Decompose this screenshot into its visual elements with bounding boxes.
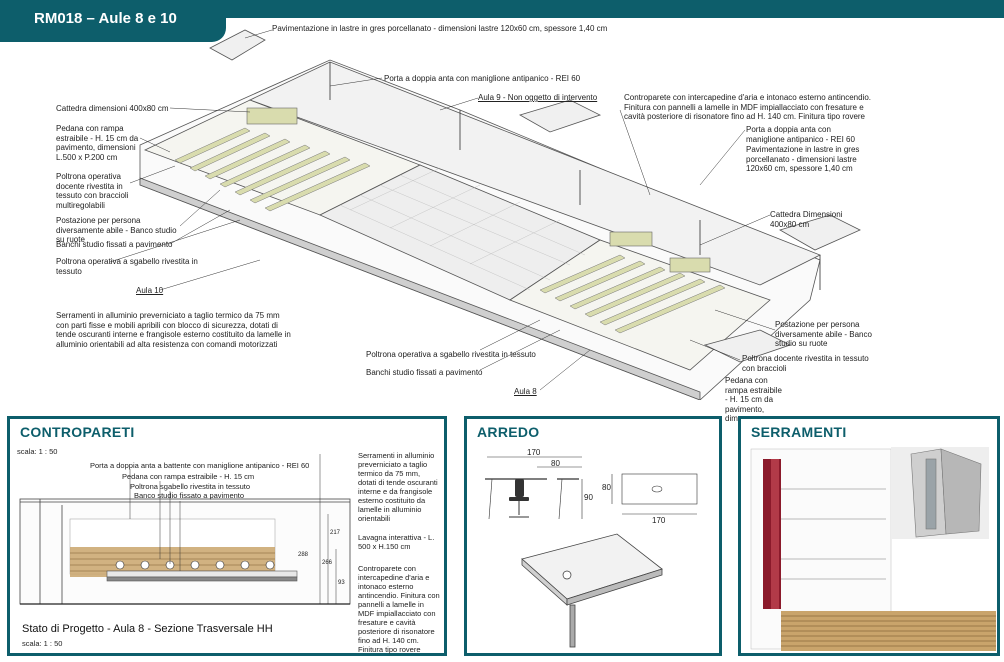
section-drawing (19, 454, 351, 605)
dim-217: 217 (330, 530, 341, 536)
contropareti-title: CONTROPARETI (20, 424, 135, 440)
note-aula-10: Aula 10 (136, 286, 164, 295)
contropareti-scale-top: scala: 1 : 50 (17, 447, 58, 456)
label-controparete-section: Controparete con intercapedine d'aria e … (358, 564, 440, 654)
note-postazione-left: Postazione per persona diversamente abil… (56, 216, 177, 244)
note-serramenti-plan: Serramenti in alluminio preverniciato a … (56, 311, 291, 349)
note-postazione-right: Postazione per persona diversamente abil… (775, 320, 872, 348)
contropareti-panel: CONTROPARETI scala: 1 : 50 (7, 416, 447, 656)
note-poltrona-docente-left: Poltrona operativa docente rivestita in … (56, 172, 129, 210)
header-band (226, 0, 1004, 18)
note-aula-8: Aula 8 (514, 387, 537, 396)
serramenti-panel: SERRAMENTI (738, 416, 1000, 656)
note-banchi-bottom: Banchi studio fissati a pavimento (366, 368, 483, 377)
note-cattedra-right: Cattedra Dimensioni 400x80 cm (770, 210, 843, 229)
dim-170-top: 170 (527, 448, 541, 457)
note-sgabello-left: Poltrona operativa a sgabello rivestita … (56, 257, 198, 276)
dim-80-side: 80 (602, 483, 611, 492)
note-porta-top: Porta a doppia anta con maniglione antip… (384, 74, 581, 83)
dim-93: 93 (338, 580, 345, 586)
section-caption: Stato di Progetto - Aula 8 - Sezione Tra… (22, 623, 273, 635)
arredo-drawing (485, 456, 698, 648)
dim-170-plan: 170 (652, 516, 666, 525)
axonometric-plan (109, 29, 861, 400)
header-tab: RM018 – Aule 8 e 10 (0, 0, 226, 42)
note-porta-right: Porta a doppia anta con maniglione antip… (746, 125, 855, 144)
arredo-panel: ARREDO 170 80 90 80 (464, 416, 722, 656)
dim-80-top: 80 (551, 459, 560, 468)
note-sgabello-bottom: Poltrona operativa a sgabello rivestita … (366, 350, 536, 359)
contropareti-scale-bottom: scala: 1 : 50 (22, 639, 63, 648)
label-banco-section: Banco studio fissato a pavimento (134, 491, 245, 500)
note-banchi-left: Banchi studio fissati a pavimento (56, 240, 173, 249)
dim-90: 90 (584, 493, 593, 502)
note-pedana-right: Pedana con rampa estraibile - H. 15 cm d… (725, 376, 782, 423)
note-pedana-left: Pedana con rampa estraibile - H. 15 cm d… (56, 124, 139, 162)
note-pavimentazione-right: Pavimentazione in lastre in gres porcell… (746, 145, 860, 173)
note-aula-9: Aula 9 - Non oggetto di intervento (478, 93, 598, 102)
label-pedana-section: Pedana con rampa estraibile - H. 15 cm (122, 472, 255, 481)
label-porta-section: Porta a doppia anta a battente con manig… (90, 461, 310, 470)
serramenti-drawing (750, 447, 996, 651)
note-controparete-top: Controparete con intercapedine d'aria e … (624, 93, 872, 121)
arredo-title: ARREDO (477, 424, 540, 440)
note-cattedra-left: Cattedra dimensioni 400x80 cm (56, 104, 169, 113)
label-serramenti-section: Serramenti in alluminio preverniciato a … (358, 451, 438, 523)
serramenti-title: SERRAMENTI (751, 424, 847, 440)
label-lavagna: Lavagna interattiva - L. 500 x H.150 cm (358, 533, 435, 551)
note-pavimentazione-top: Pavimentazione in lastre in gres porcell… (272, 24, 608, 33)
label-sgabello-section: Poltrona sgabello rivestita in tessuto (130, 482, 251, 491)
page-title: RM018 – Aule 8 e 10 (34, 10, 177, 27)
dim-288: 288 (298, 552, 309, 558)
dim-266: 266 (322, 560, 333, 566)
note-poltrona-docente-right: Poltrona docente rivestita in tessuto co… (742, 354, 869, 373)
